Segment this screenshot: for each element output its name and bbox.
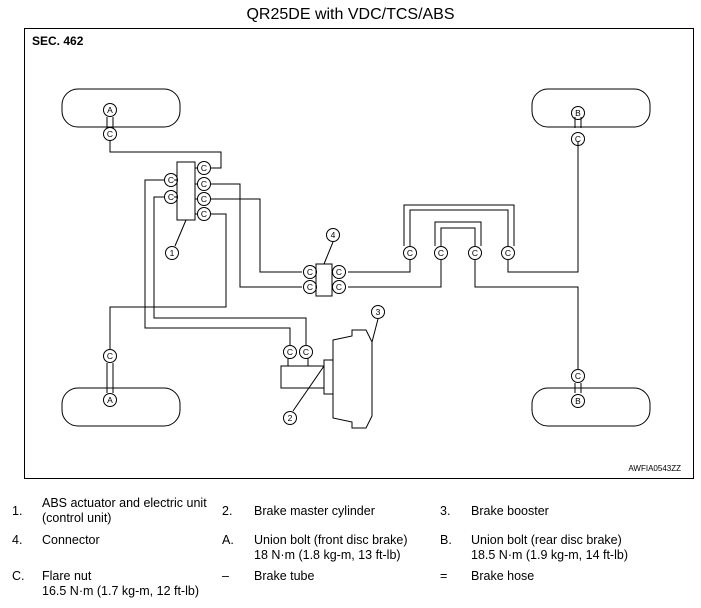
section-label: SEC. 462 [32, 34, 84, 48]
legend-text: Brake master cylinder [254, 504, 375, 518]
figure-code: AWFIA0543ZZ [628, 464, 681, 473]
callout-c: C [575, 134, 581, 144]
leader-lines [174, 219, 379, 412]
legend-text-2: (control unit) [42, 511, 112, 525]
callout-3: 3 [376, 307, 381, 317]
callout-circles [103, 103, 585, 425]
legend-text: Brake booster [471, 504, 549, 518]
callout-c: C [575, 371, 581, 381]
callout-2: 2 [288, 413, 293, 423]
callout-c: C [307, 282, 313, 292]
legend-key: 2. [222, 504, 233, 518]
callout-b-rear-right: B [575, 396, 581, 406]
legend-key: 4. [12, 533, 23, 547]
callout-c: C [201, 194, 207, 204]
callout-c: C [201, 179, 207, 189]
brake-tubes [109, 141, 579, 369]
legend-key: B. [440, 533, 452, 547]
callout-c: C [336, 267, 342, 277]
legend-text: ABS actuator and electric unit [42, 496, 207, 510]
callout-c: C [107, 129, 113, 139]
callout-b-front-right: B [575, 108, 581, 118]
callout-c: C [407, 248, 413, 258]
callout-1: 1 [170, 248, 175, 258]
legend-text-2: 18 N·m (1.8 kg-m, 13 ft-lb) [254, 548, 401, 562]
legend-key: = [440, 569, 448, 583]
callout-c: C [201, 163, 207, 173]
legend-item-text: ABS actuator and electric unit (control … [42, 496, 207, 526]
master-cylinder [280, 365, 325, 389]
front-right-wheel [531, 88, 651, 128]
legend-key: 3. [440, 504, 451, 518]
legend-item-text: Union bolt (rear disc brake) 18.5 N·m (1… [471, 533, 628, 563]
legend-text: Brake hose [471, 569, 535, 583]
legend-text: Union bolt (front disc brake) [254, 533, 408, 547]
legend-item-text: Flare nut 16.5 N·m (1.7 kg-m, 12 ft-lb) [42, 569, 199, 599]
page-title: QR25DE with VDC/TCS/ABS [246, 6, 455, 23]
rear-left-wheel [61, 387, 181, 427]
brake-hoses [106, 117, 582, 393]
connector-body [315, 263, 333, 297]
callout-c: C [287, 347, 293, 357]
legend-key: 1. [12, 504, 23, 518]
master-cylinder-flange [323, 359, 334, 395]
callout-c: C [505, 248, 511, 258]
callout-c: C [107, 351, 113, 361]
legend-text-2: 18.5 N·m (1.9 kg-m, 14 ft-lb) [471, 548, 628, 562]
rear-right-wheel [531, 387, 651, 427]
callout-4: 4 [331, 230, 336, 240]
callout-c: C [438, 248, 444, 258]
legend-text-2: 16.5 N·m (1.7 kg-m, 12 ft-lb) [42, 584, 199, 598]
callout-c: C [168, 192, 174, 202]
legend-key: C. [12, 569, 25, 583]
callout-c: C [336, 282, 342, 292]
callout-a-rear-left: A [107, 395, 113, 405]
legend-key: – [222, 569, 229, 583]
callout-c: C [307, 267, 313, 277]
legend-text: Union bolt (rear disc brake) [471, 533, 622, 547]
legend-text: Flare nut [42, 569, 92, 583]
legend-text: Brake tube [254, 569, 315, 583]
legend-key: A. [222, 533, 234, 547]
callout-c: C [168, 175, 174, 185]
legend-item-text: Union bolt (front disc brake) 18 N·m (1.… [254, 533, 408, 563]
diagram-frame [24, 28, 694, 479]
callout-c: C [303, 347, 309, 357]
callout-a-front-left: A [107, 105, 113, 115]
abs-actuator [176, 161, 196, 221]
callout-c: C [472, 248, 478, 258]
legend-text: Connector [42, 533, 100, 547]
brake-booster [332, 329, 373, 429]
callout-c: C [201, 209, 207, 219]
front-left-wheel [61, 88, 181, 128]
